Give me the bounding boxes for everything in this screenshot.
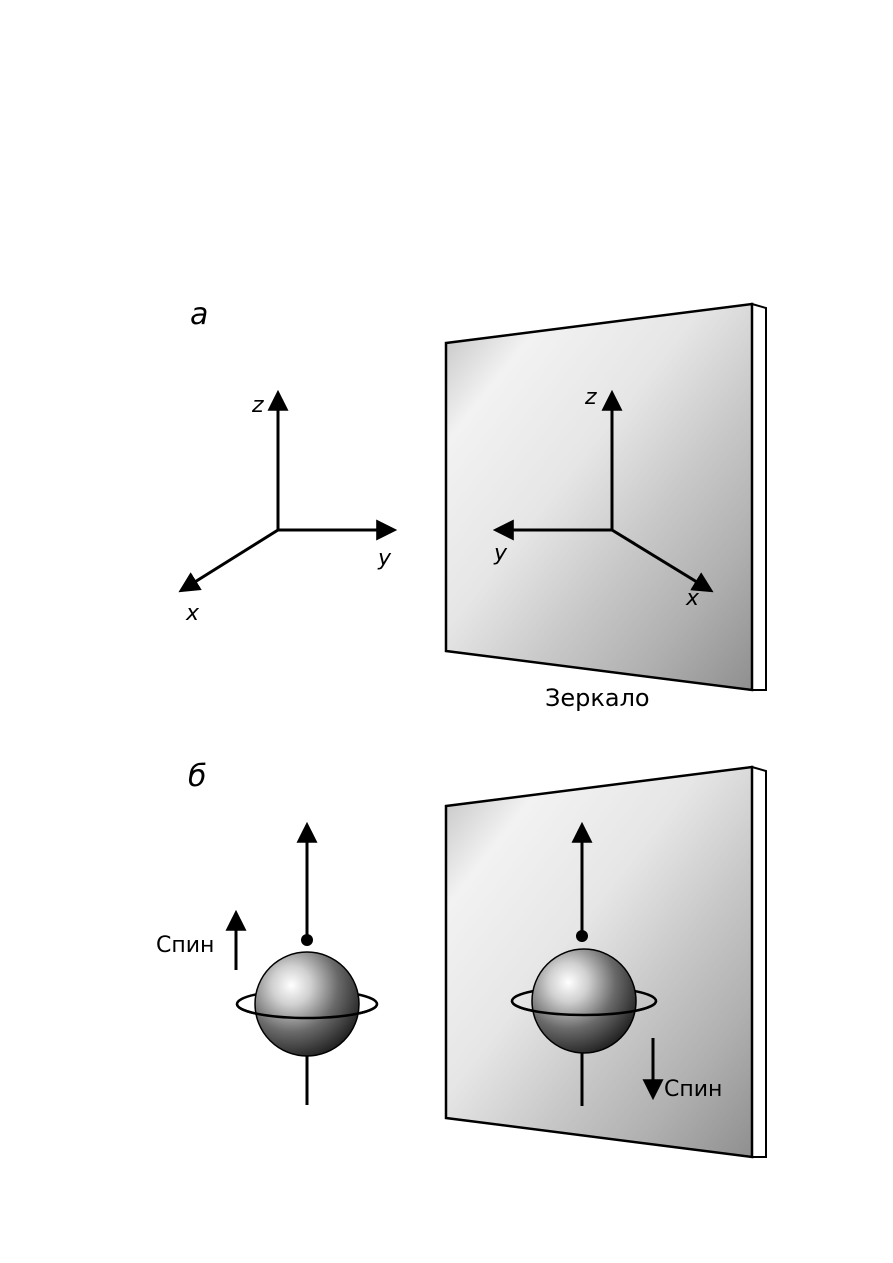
mirror-sphere <box>531 948 637 1054</box>
mirror-spin-label: Спин <box>664 1077 722 1102</box>
mirror-caption: Зеркало <box>545 684 650 712</box>
real-x-axis <box>178 528 279 593</box>
panel-b-label: б <box>188 759 207 794</box>
real-orbit-ring-front <box>235 1003 379 1020</box>
mirror-b-edge <box>751 765 767 1158</box>
mirror-axis-dot <box>576 930 588 942</box>
real-spin-label: Спин <box>156 933 214 958</box>
real-sphere <box>254 951 360 1057</box>
real-x-label: x <box>185 601 200 626</box>
mirror-a: z y x <box>444 302 767 692</box>
real-z-label: z <box>251 393 264 418</box>
mirror-b: Спин <box>444 765 767 1159</box>
mirror-x-axis <box>611 528 714 593</box>
mirror-x-label: x <box>685 586 700 611</box>
real-particle: Спин <box>156 821 379 1105</box>
mirror-orbit-ring-front <box>510 1000 658 1017</box>
panel-b: б Спин Спин <box>156 759 767 1159</box>
real-axis-dot <box>301 934 313 946</box>
mirror-a-surface <box>444 302 754 692</box>
mirror-z-label: z <box>584 385 597 410</box>
mirror-a-edge <box>751 302 767 691</box>
panel-a: а z y x z y x Зеркало <box>178 297 767 712</box>
real-y-label: y <box>377 546 392 571</box>
real-axes: z y x <box>178 389 398 626</box>
panel-a-label: а <box>190 297 208 332</box>
mirror-y-label: y <box>493 541 508 566</box>
